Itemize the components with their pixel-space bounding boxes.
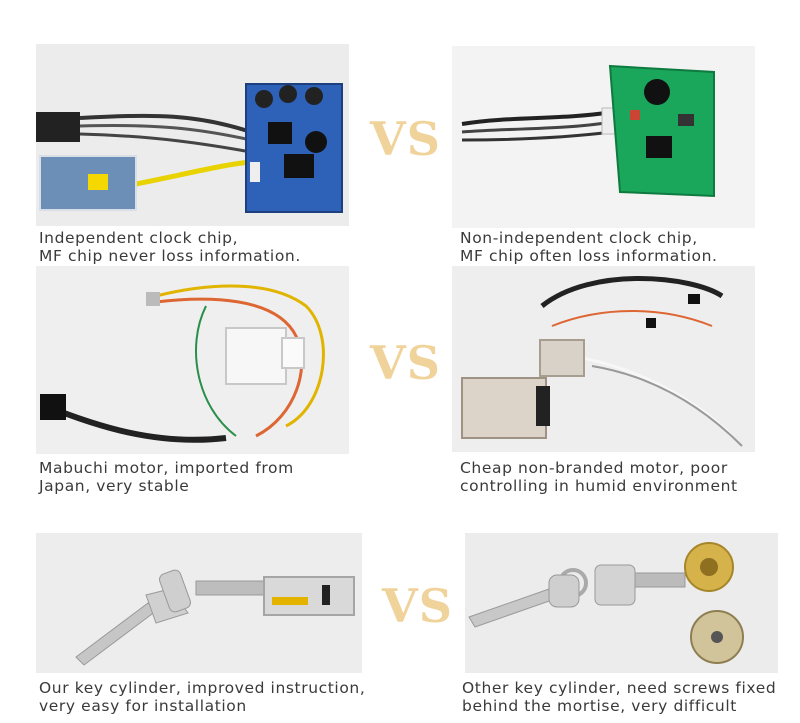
photo-non-independent-clock-chip bbox=[452, 46, 755, 228]
caption-right-row-1: Non-independent clock chip, MF chip ofte… bbox=[460, 229, 718, 265]
caption-line: Non-independent clock chip, bbox=[460, 229, 698, 247]
caption-line: MF chip often loss information. bbox=[460, 247, 718, 265]
caption-line: very easy for installation bbox=[39, 697, 247, 715]
photo-other-key-cylinder bbox=[465, 533, 778, 673]
caption-line: Mabuchi motor, imported from bbox=[39, 459, 294, 477]
vs-label-row-3: VS bbox=[382, 579, 453, 633]
vs-label-row-1: VS bbox=[370, 112, 441, 166]
caption-line: Independent clock chip, bbox=[39, 229, 239, 247]
vs-label-row-2: VS bbox=[370, 336, 441, 390]
caption-line: Japan, very stable bbox=[39, 477, 190, 495]
caption-left-row-2: Mabuchi motor, imported from Japan, very… bbox=[39, 459, 294, 495]
key-cylinder-image bbox=[36, 533, 362, 673]
green-pcb-image bbox=[452, 46, 755, 228]
other-cylinder-image bbox=[465, 533, 778, 673]
caption-right-row-2: Cheap non-branded motor, poor controllin… bbox=[460, 459, 738, 495]
cheap-motor-image bbox=[452, 266, 755, 452]
caption-line: Our key cylinder, improved instruction, bbox=[39, 679, 366, 697]
motor-wiring-image bbox=[36, 266, 349, 454]
photo-independent-clock-chip bbox=[36, 44, 349, 226]
photo-mabuchi-motor bbox=[36, 266, 349, 454]
caption-line: Other key cylinder, need screws fixed bbox=[462, 679, 777, 697]
caption-line: controlling in humid environment bbox=[460, 477, 738, 495]
photo-our-key-cylinder bbox=[36, 533, 362, 673]
photo-non-branded-motor bbox=[452, 266, 755, 452]
caption-left-row-1: Independent clock chip, MF chip never lo… bbox=[39, 229, 301, 265]
pcb-board-image bbox=[36, 44, 349, 226]
caption-line: behind the mortise, very difficult bbox=[462, 697, 737, 715]
caption-left-row-3: Our key cylinder, improved instruction, … bbox=[39, 679, 365, 715]
caption-right-row-3: Other key cylinder, need screws fixed be… bbox=[462, 679, 776, 715]
caption-line: Cheap non-branded motor, poor bbox=[460, 459, 728, 477]
caption-line: MF chip never loss information. bbox=[39, 247, 301, 265]
